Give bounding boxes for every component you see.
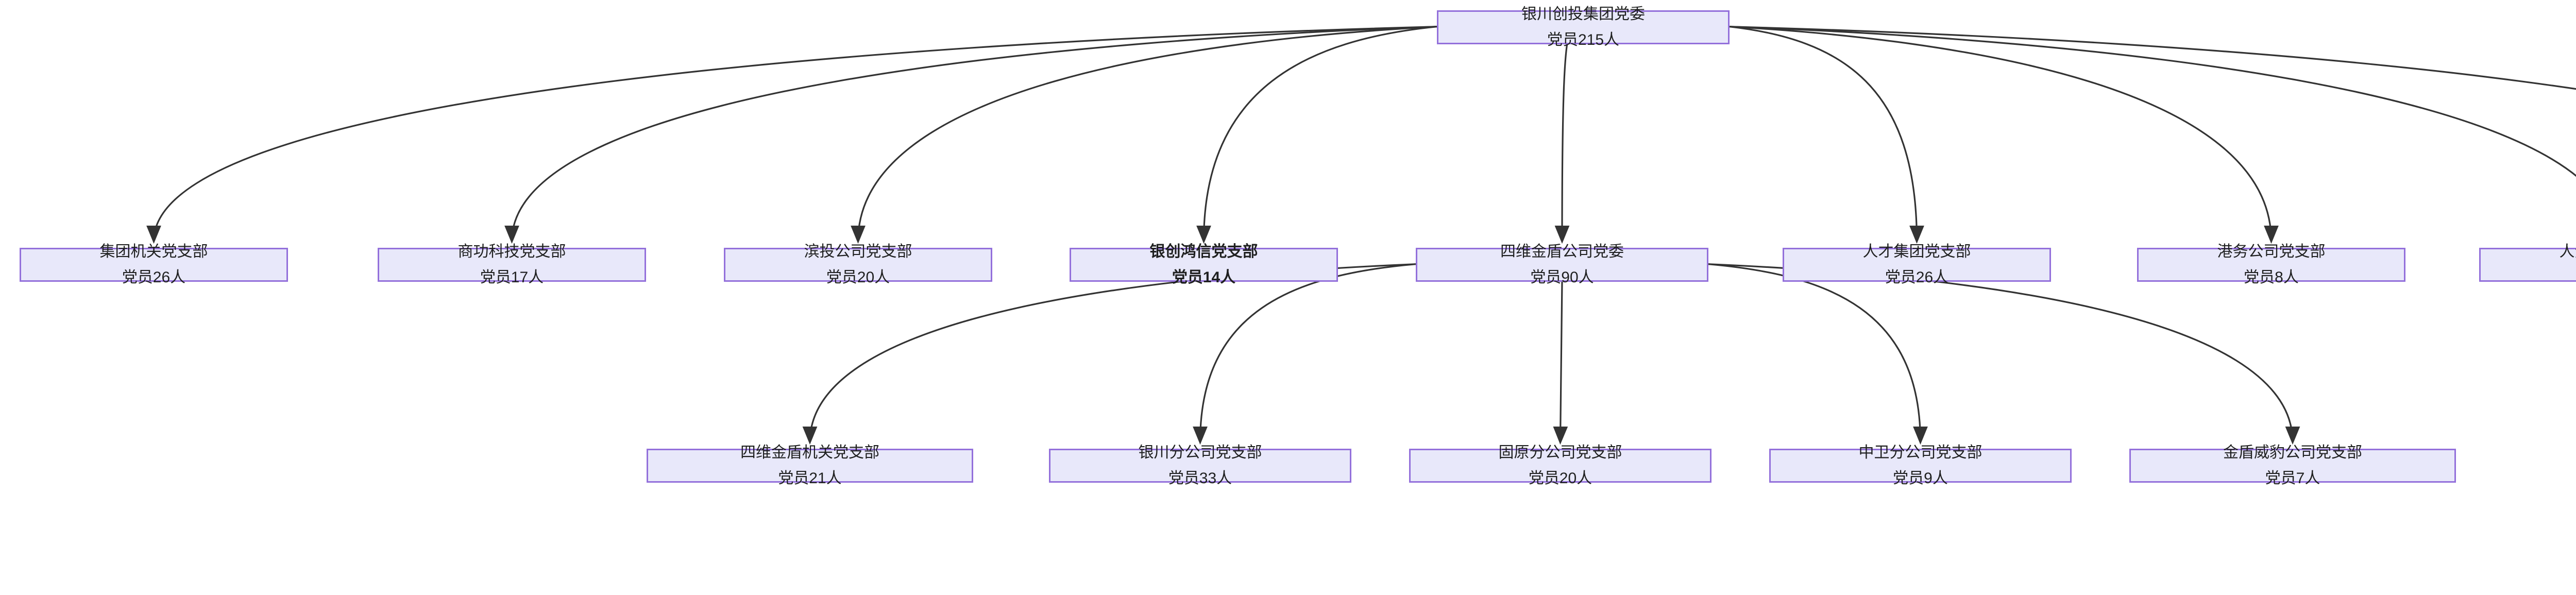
org-node-siwei-jiguan[interactable]: 四维金盾机关党支部党员21人 — [647, 444, 973, 487]
org-node-title: 四维金盾公司党委 — [1500, 243, 1624, 261]
org-node-rencai-jituan[interactable]: 人才集团党支部党员26人 — [1783, 243, 2051, 286]
org-node-title: 商功科技党支部 — [457, 243, 566, 261]
edge-root-to-bintou — [851, 26, 1437, 244]
edge-siwei-jindun-to-siwei-jiguan — [802, 263, 1416, 445]
org-node-member-count: 党员7人 — [2265, 470, 2320, 487]
org-node-title: 银川创投集团党委 — [1521, 6, 1645, 23]
edge-group — [146, 26, 2576, 445]
org-node-root[interactable]: 银川创投集团党委党员215人 — [1437, 6, 1730, 48]
org-node-title: 金盾威豹公司党支部 — [2223, 444, 2362, 462]
edge-siwei-jindun-to-guyuan-fen — [1553, 281, 1568, 445]
edge-root-to-renzi — [1729, 26, 2576, 177]
org-node-member-count: 党员9人 — [1893, 470, 1948, 487]
org-node-title: 中卫分公司党支部 — [1858, 444, 1982, 462]
org-node-jindun-weibao[interactable]: 金盾威豹公司党支部党员7人 — [2129, 444, 2456, 487]
org-node-title: 滨投公司党支部 — [804, 243, 912, 261]
org-node-member-count: 党员33人 — [1168, 470, 1232, 487]
edge-root-to-siwei-jindun — [1554, 26, 1572, 244]
org-node-member-count: 党员8人 — [2244, 269, 2299, 286]
org-node-title: 银创鸿信党支部 — [1149, 243, 1258, 261]
org-node-member-count: 党员17人 — [480, 269, 544, 286]
org-node-title: 集团机关党支部 — [99, 243, 208, 261]
org-node-siwei-jindun[interactable]: 四维金盾公司党委党员90人 — [1416, 243, 1708, 286]
org-node-guyuan-fen[interactable]: 固原分公司党支部党员20人 — [1409, 444, 1711, 487]
org-node-title: 固原分公司党支部 — [1498, 444, 1622, 462]
org-node-renzi[interactable]: 人资公司党支部党员5人 — [2479, 243, 2576, 282]
org-node-member-count: 党员90人 — [1530, 269, 1594, 286]
edge-root-to-rencai-jituan — [1729, 26, 1924, 244]
edge-siwei-jindun-to-jindun-weibao — [1708, 263, 2300, 445]
org-node-member-count: 党员26人 — [122, 269, 186, 286]
org-node-member-count: 党员26人 — [1885, 269, 1949, 286]
edge-root-to-gangwu — [1729, 26, 2279, 244]
org-node-zhongwei-fen[interactable]: 中卫分公司党支部党员9人 — [1769, 444, 2072, 487]
org-node-jituan-jiguan[interactable]: 集团机关党支部党员26人 — [20, 243, 288, 286]
org-node-yinchuan-fen[interactable]: 银川分公司党支部党员33人 — [1049, 444, 1351, 487]
org-node-title: 四维金盾机关党支部 — [740, 444, 879, 462]
edge-root-to-yinchuang-hongxin — [1196, 26, 1437, 244]
org-node-shanggong-keji[interactable]: 商功科技党支部党员17人 — [378, 243, 646, 286]
org-node-bintou[interactable]: 滨投公司党支部党员20人 — [724, 243, 992, 286]
org-node-member-count: 党员215人 — [1547, 31, 1620, 48]
edge-root-to-shanggong-keji — [504, 26, 1437, 244]
org-node-title: 人才集团党支部 — [1862, 243, 1971, 261]
org-node-yinchuang-hongxin[interactable]: 银创鸿信党支部党员14人 — [1070, 243, 1338, 286]
org-node-member-count: 党员20人 — [826, 269, 890, 286]
edge-root-to-jituan-jiguan — [146, 26, 1437, 244]
org-node-member-count: 党员14人 — [1172, 269, 1236, 286]
org-node-title: 银川分公司党支部 — [1138, 444, 1262, 462]
edge-siwei-jindun-to-zhongwei-fen — [1708, 263, 1928, 445]
org-node-member-count: 党员20人 — [1528, 470, 1592, 487]
edge-root-to-landun — [1729, 26, 2576, 90]
edge-siwei-jindun-to-yinchuan-fen — [1193, 263, 1416, 445]
org-node-member-count: 党员21人 — [778, 470, 842, 487]
org-node-gangwu[interactable]: 港务公司党支部党员8人 — [2137, 243, 2405, 286]
org-node-title: 人资公司党支部 — [2559, 243, 2576, 261]
org-node-title: 港务公司党支部 — [2217, 243, 2326, 261]
